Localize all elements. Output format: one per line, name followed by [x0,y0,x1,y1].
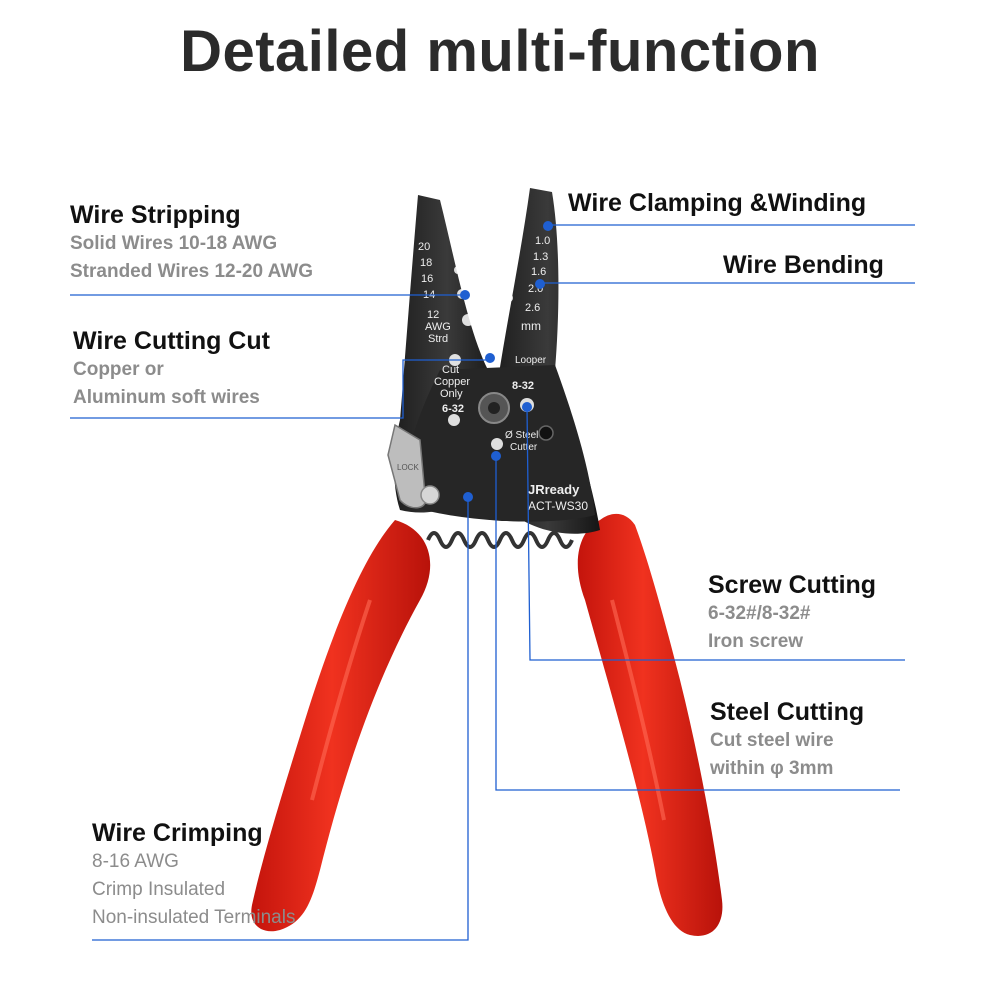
lock-label: LOCK [397,463,419,472]
cut-copper-line1: Cut [442,364,459,376]
callout-line: Copper or [73,359,164,380]
callout-line: within φ 3mm [710,758,834,779]
callout-heading: Wire Cutting Cut [73,327,270,355]
mm-1-0-label: 1.0 [535,235,550,247]
marker-wire-clamping [543,221,553,231]
mm-1-3-label: 1.3 [533,251,548,263]
callout-heading: Wire Stripping [70,201,241,229]
screw-6-32-label: 6-32 [442,403,464,415]
callout-line: Crimp Insulated [92,879,226,900]
callout-screw-cutting: Screw Cutting 6-32#/8-32# Iron screw [708,570,876,656]
mm-unit-label: mm [521,319,541,333]
awg-18-label: 18 [420,257,432,269]
callout-line: 6-32#/8-32# [708,603,811,624]
callout-line: Non-insulated Terminals [92,907,296,928]
screw-8-32-label: 8-32 [512,380,534,392]
marker-screw-cutting [522,402,532,412]
awg-12-label: 12 [427,309,439,321]
marker-wire-bending [535,279,545,289]
strd-label: Strd [428,333,448,345]
callout-line: Cut steel wire [710,730,834,751]
callout-wire-stripping: Wire Stripping Solid Wires 10-18 AWG Str… [70,200,313,286]
marker-steel-cutting [491,451,501,461]
marker-wire-crimping [463,492,473,502]
callout-wire-clamping: Wire Clamping &Winding [568,188,866,218]
callout-line: Stranded Wires 12-20 AWG [70,261,314,282]
callout-steel-cutting: Steel Cutting Cut steel wire within φ 3m… [710,697,864,783]
left-handle [251,520,431,932]
leader-lines [70,224,915,941]
awg-16-label: 16 [421,273,433,285]
spring [426,531,574,549]
page-title: Detailed multi-function [180,19,820,84]
callout-wire-cutting: Wire Cutting Cut Copper or Aluminum soft… [73,326,270,412]
cut-copper-line3: Only [440,388,463,400]
callout-markers [460,221,553,502]
steel-cutter-line2: Cutter [510,442,538,453]
right-handle [577,513,723,936]
marker-wire-cutting [485,353,495,363]
callout-wire-bending: Wire Bending [723,250,884,280]
callout-wire-crimping: Wire Crimping 8-16 AWG Crimp Insulated N… [92,818,295,932]
callout-heading: Wire Bending [723,251,884,279]
awg-label: AWG [425,321,451,333]
callout-line: Aluminum soft wires [73,387,260,408]
mm-2-6-label: 2.6 [525,302,540,314]
steel-cutter-line1: Ø Steel [505,430,538,441]
marker-wire-stripping [460,290,470,300]
model-label: ACT-WS30 [528,499,588,513]
brand-label: JRready [528,482,580,497]
awg-20-label: 20 [418,241,430,253]
callout-line: Iron screw [708,631,804,652]
callout-heading: Wire Clamping &Winding [568,189,867,217]
cut-copper-line2: Copper [434,376,470,388]
callout-heading: Steel Cutting [710,698,865,726]
looper-label: Looper [515,355,547,366]
callout-heading: Screw Cutting [708,571,877,599]
mm-1-6-label: 1.6 [531,266,546,278]
callout-line: 8-16 AWG [92,851,179,872]
callout-heading: Wire Crimping [92,819,263,847]
callout-line: Solid Wires 10-18 AWG [70,233,278,254]
